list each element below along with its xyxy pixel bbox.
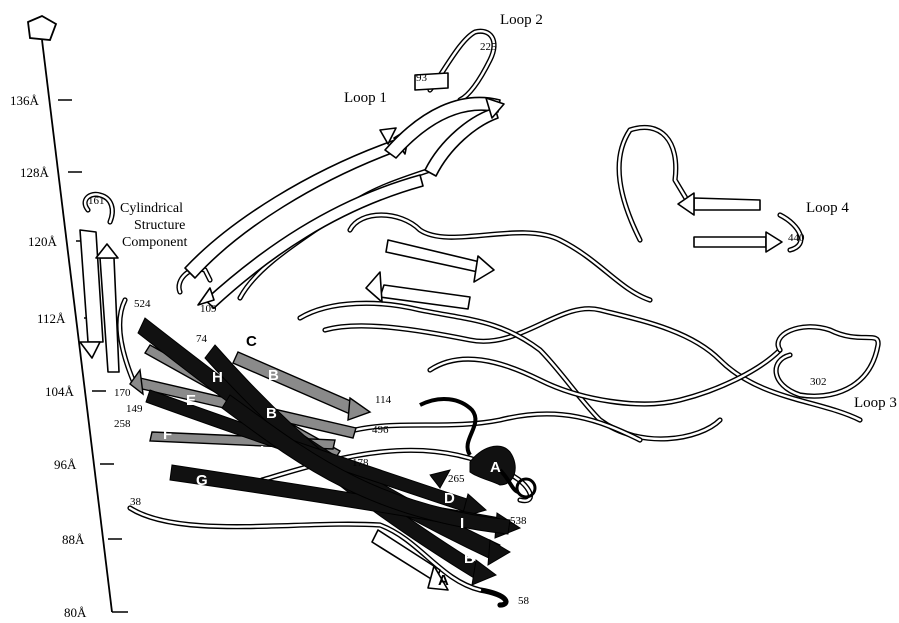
residue-170: 170 xyxy=(114,387,131,399)
axis-tick-128: 128Å xyxy=(20,165,50,180)
residue-302: 302 xyxy=(810,376,827,388)
residue-538: 538 xyxy=(510,515,527,527)
residue-440: 440 xyxy=(788,232,805,244)
strand-label-A-helix: A xyxy=(490,459,501,476)
residue-265: 265 xyxy=(448,473,465,485)
residue-258: 258 xyxy=(114,418,131,430)
residue-496: 496 xyxy=(372,424,389,436)
residue-58: 58 xyxy=(518,595,530,607)
axis-tick-112: 112Å xyxy=(37,311,66,326)
strand-label-B-mid: B xyxy=(266,405,277,422)
strand-label-F: F xyxy=(163,426,172,443)
title-line-1: Cylindrical xyxy=(120,201,183,216)
axis-tick-88: 88Å xyxy=(62,532,85,547)
loop-2-label: Loop 2 xyxy=(500,12,543,28)
residue-74: 74 xyxy=(196,333,208,345)
axis-tick-120: 120Å xyxy=(28,234,58,249)
strand-label-E: E xyxy=(186,392,196,409)
strand-label-D-left: D xyxy=(238,457,249,474)
axis-tick-80: 80Å xyxy=(64,605,87,618)
strand-label-A-bottom: A xyxy=(438,572,449,589)
axis-tick-104: 104Å xyxy=(45,384,75,399)
title-line-2: Structure xyxy=(134,218,185,233)
strand-label-B-small: B xyxy=(268,367,279,384)
strand-label-D-right: D xyxy=(444,490,455,507)
residue-149: 149 xyxy=(126,403,143,415)
residue-524: 524 xyxy=(134,298,151,310)
pentagon-icon xyxy=(28,16,56,40)
residue-178: 178 xyxy=(352,457,369,469)
residue-93: 93 xyxy=(416,72,428,84)
loop-4-label: Loop 4 xyxy=(806,200,849,216)
residue-38: 38 xyxy=(130,496,142,508)
axis-tick-136: 136Å xyxy=(10,93,40,108)
residue-109: 109 xyxy=(200,303,217,315)
strand-label-G-left: G xyxy=(196,472,208,489)
strand-label-G-right: G xyxy=(420,471,432,488)
cylindrical-structure-title: Cylindrical Structure Component xyxy=(120,201,187,250)
strand-label-H: H xyxy=(212,369,223,386)
residue-114: 114 xyxy=(375,394,392,406)
title-line-3: Component xyxy=(122,235,187,250)
residue-225: 225 xyxy=(480,41,497,53)
strand-label-B-right: B xyxy=(464,550,475,567)
strand-label-I-right: I xyxy=(460,515,464,532)
strand-label-I-mid: I xyxy=(260,443,264,460)
strand-label-C: C xyxy=(246,333,257,350)
loop-3-label: Loop 3 xyxy=(854,395,897,411)
residue-161: 161 xyxy=(88,195,105,207)
axis-tick-96: 96Å xyxy=(54,457,77,472)
loop-1-label: Loop 1 xyxy=(344,90,387,106)
